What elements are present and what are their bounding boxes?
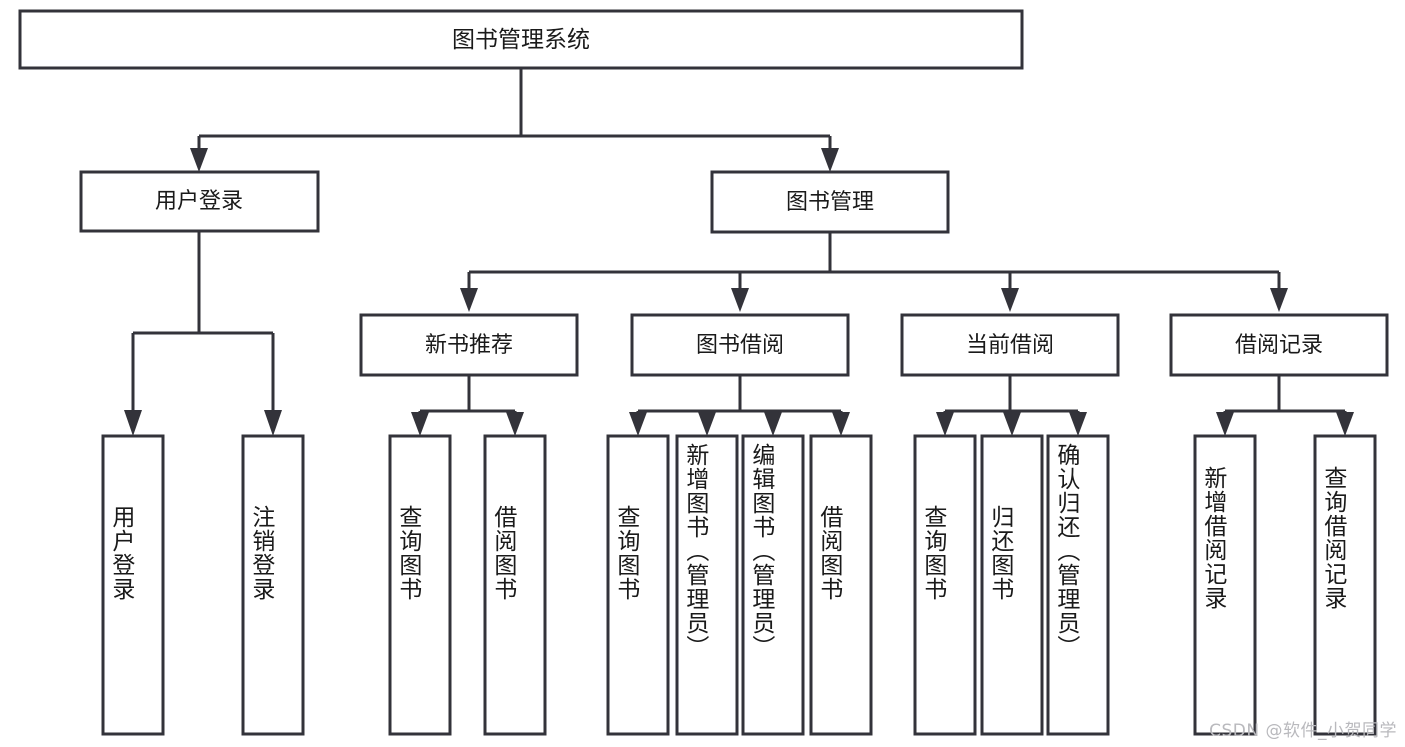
leaf-box-logout[interactable] — [241, 434, 305, 736]
leaf-box-bb-query-book[interactable] — [606, 434, 670, 736]
leaf-box-cb-confirm-return[interactable] — [1046, 434, 1110, 736]
leaf-box-bb-edit-book[interactable] — [741, 434, 805, 736]
node-current-borrow-box[interactable] — [900, 313, 1120, 377]
arrow-head-bb-leaf-2 — [698, 412, 716, 436]
leaf-box-nb-borrow-book[interactable] — [483, 434, 547, 736]
arrow-head-br-leaf-2 — [1336, 412, 1354, 436]
node-book-borrow-label: 图书借阅 — [696, 332, 784, 357]
node-user-login[interactable]: 用户登录 — [79, 170, 320, 233]
node-book-management[interactable]: 图书管理 — [710, 170, 950, 234]
node-root-system-box[interactable] — [18, 9, 1024, 70]
arrow-head-borrow-record — [1270, 288, 1288, 312]
leaf-box-br-add-record[interactable] — [1193, 434, 1257, 736]
arrow-head-leaf-logout — [264, 410, 282, 436]
arrow-head-nb-leaf-1 — [411, 412, 429, 436]
node-new-book-recommend-label: 新书推荐 — [425, 332, 513, 357]
leaf-box-user-login[interactable] — [101, 434, 165, 736]
watermark-text: CSDN @软件_小贺同学 — [1209, 721, 1397, 741]
arrow-head-br-leaf-1 — [1216, 412, 1234, 436]
arrow-head-book-borrow — [731, 288, 749, 312]
leaf-box-br-query-record[interactable] — [1313, 434, 1377, 736]
leaf-box-bb-borrow-book[interactable] — [809, 434, 873, 736]
node-current-borrow[interactable]: 当前借阅 — [900, 313, 1120, 377]
arrow-head-cb-leaf-2 — [1003, 412, 1021, 436]
leaf-box-cb-return-book[interactable] — [980, 434, 1044, 736]
node-root-system-label: 图书管理系统 — [452, 26, 590, 52]
node-root-system[interactable]: 图书管理系统 — [18, 9, 1024, 70]
arrow-head-new-book — [460, 288, 478, 312]
arrow-head-current-borrow — [1001, 288, 1019, 312]
node-new-book-recommend[interactable]: 新书推荐 — [359, 313, 579, 377]
node-borrow-record-label: 借阅记录 — [1235, 332, 1323, 357]
arrow-head-user-login — [190, 148, 208, 172]
connector-group — [124, 68, 1354, 436]
arrow-head-book-mgmt — [821, 148, 839, 172]
node-book-borrow[interactable]: 图书借阅 — [630, 313, 850, 377]
node-borrow-record[interactable]: 借阅记录 — [1169, 313, 1389, 377]
node-book-borrow-box[interactable] — [630, 313, 850, 377]
arrow-head-nb-leaf-2 — [506, 412, 524, 436]
arrow-head-leaf-user-login — [124, 410, 142, 436]
leaf-box-nb-query-book[interactable] — [388, 434, 452, 736]
node-borrow-record-box[interactable] — [1169, 313, 1389, 377]
arrow-head-bb-leaf-4 — [832, 412, 850, 436]
node-user-login-label: 用户登录 — [155, 188, 243, 213]
node-new-book-recommend-box[interactable] — [359, 313, 579, 377]
leaf-box-bb-add-book[interactable] — [675, 434, 739, 736]
node-user-login-box[interactable] — [79, 170, 320, 233]
arrow-head-cb-leaf-3 — [1069, 412, 1087, 436]
arrow-head-bb-leaf-3 — [764, 412, 782, 436]
leaf-box-cb-query-book[interactable] — [913, 434, 977, 736]
node-current-borrow-label: 当前借阅 — [966, 332, 1054, 357]
arrow-head-bb-leaf-1 — [629, 412, 647, 436]
node-book-management-label: 图书管理 — [786, 189, 874, 214]
arrow-head-cb-leaf-1 — [936, 412, 954, 436]
node-book-management-box[interactable] — [710, 170, 950, 234]
